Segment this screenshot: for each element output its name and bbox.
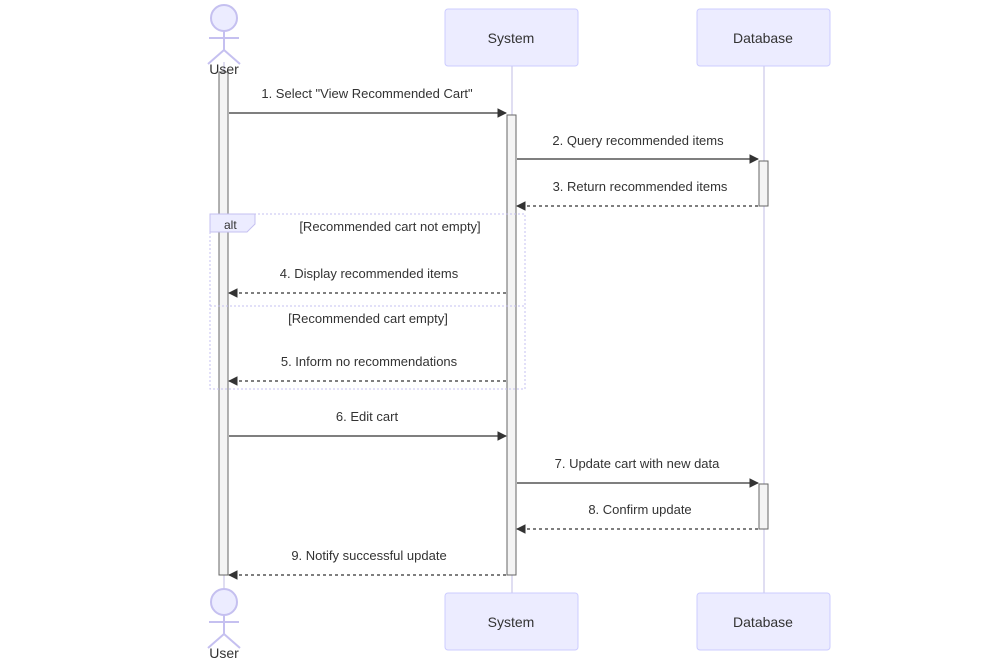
message-label-9: 9. Notify successful update [291, 548, 446, 563]
user-actor-icon [207, 4, 241, 65]
alt-keyword: alt [224, 218, 237, 232]
alt-block: alt [Recommended cart not empty] [Recomm… [209, 213, 526, 390]
participant-box-system-top [444, 8, 579, 67]
participant-label-user-top: User [209, 61, 239, 77]
participant-box-database-bottom [696, 592, 831, 651]
alt-condition-1: [Recommended cart not empty] [299, 219, 480, 234]
messages: 1. Select "View Recommended Cart" 2. Que… [228, 86, 759, 580]
message-label-8: 8. Confirm update [588, 502, 691, 517]
message-label-5: 5. Inform no recommendations [281, 354, 458, 369]
participant-label-user-bottom: User [209, 645, 239, 661]
message-label-3: 3. Return recommended items [553, 179, 728, 194]
participant-database-top: Database [696, 8, 831, 67]
message-label-2: 2. Query recommended items [552, 133, 724, 148]
participant-box-system-bottom [444, 592, 579, 651]
user-actor-icon [207, 588, 241, 649]
participant-system-bottom: System [444, 592, 579, 651]
activation-database-2 [758, 483, 769, 530]
participant-box-database-top [696, 8, 831, 67]
participant-label-database-bottom: Database [733, 614, 793, 630]
participant-database-bottom: Database [696, 592, 831, 651]
message-label-6: 6. Edit cart [336, 409, 399, 424]
participant-label-database-top: Database [733, 30, 793, 46]
activation-user [218, 71, 229, 576]
alt-keyword-tab [209, 213, 256, 233]
message-label-1: 1. Select "View Recommended Cart" [261, 86, 473, 101]
message-label-4: 4. Display recommended items [280, 266, 459, 281]
participant-label-system-bottom: System [488, 614, 535, 630]
participant-user-bottom: User [207, 588, 241, 661]
activation-system [506, 114, 517, 576]
participant-label-system-top: System [488, 30, 535, 46]
participant-user-top: User [207, 4, 241, 77]
alt-frame [209, 213, 526, 390]
participant-system-top: System [444, 8, 579, 67]
message-label-7: 7. Update cart with new data [555, 456, 721, 471]
alt-condition-2: [Recommended cart empty] [288, 311, 448, 326]
activation-database-1 [758, 160, 769, 207]
